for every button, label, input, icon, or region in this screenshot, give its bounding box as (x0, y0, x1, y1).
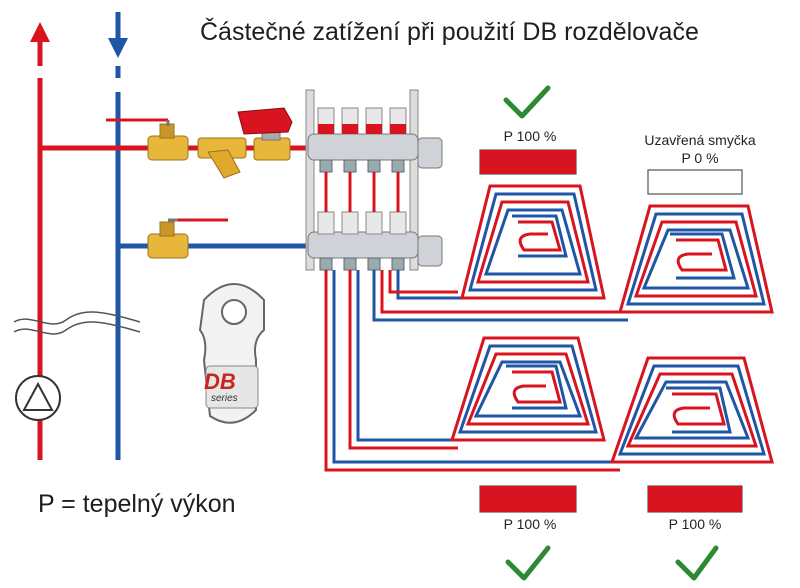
return-arrow-icon (108, 38, 128, 58)
return-ball-valve (147, 218, 228, 259)
page-title: Částečné zatížení při použití DB rozdělo… (200, 18, 699, 46)
power-fill-top-left (480, 150, 576, 174)
heating-loop-top-left (460, 184, 606, 300)
db-series-tag (198, 283, 265, 424)
check-icon (503, 85, 551, 119)
legend-text: P = tepelný výkon (38, 490, 236, 518)
db-logo-text: DB (204, 369, 236, 394)
strainer-filter (197, 137, 247, 179)
supply-arrow-icon (30, 22, 50, 42)
db-series-text: series (211, 393, 238, 404)
zone-valve-actuator (237, 107, 293, 161)
heating-loop-bottom-left (449, 336, 606, 442)
manifold (305, 89, 443, 271)
supply-ball-valve (106, 118, 189, 161)
power-label-top-right: P 0 % (681, 150, 719, 166)
power-label-top-left: P 100 % (503, 128, 557, 144)
heating-loop-top-right (618, 204, 774, 314)
return-riser (108, 12, 128, 460)
pump-icon (15, 375, 61, 421)
power-bar-top-right (647, 169, 743, 195)
power-label-bottom-right: P 100 % (668, 516, 722, 532)
closed-loop-caption: Uzavřená smyčka (644, 132, 756, 148)
heating-loop-bottom-right (609, 356, 774, 464)
check-icon (505, 545, 551, 581)
check-icon (675, 545, 719, 581)
power-fill-bottom-left (480, 486, 576, 512)
power-label-bottom-left: P 100 % (503, 516, 557, 532)
pipe-break-mark (13, 311, 141, 335)
power-fill-bottom-right (648, 486, 742, 512)
